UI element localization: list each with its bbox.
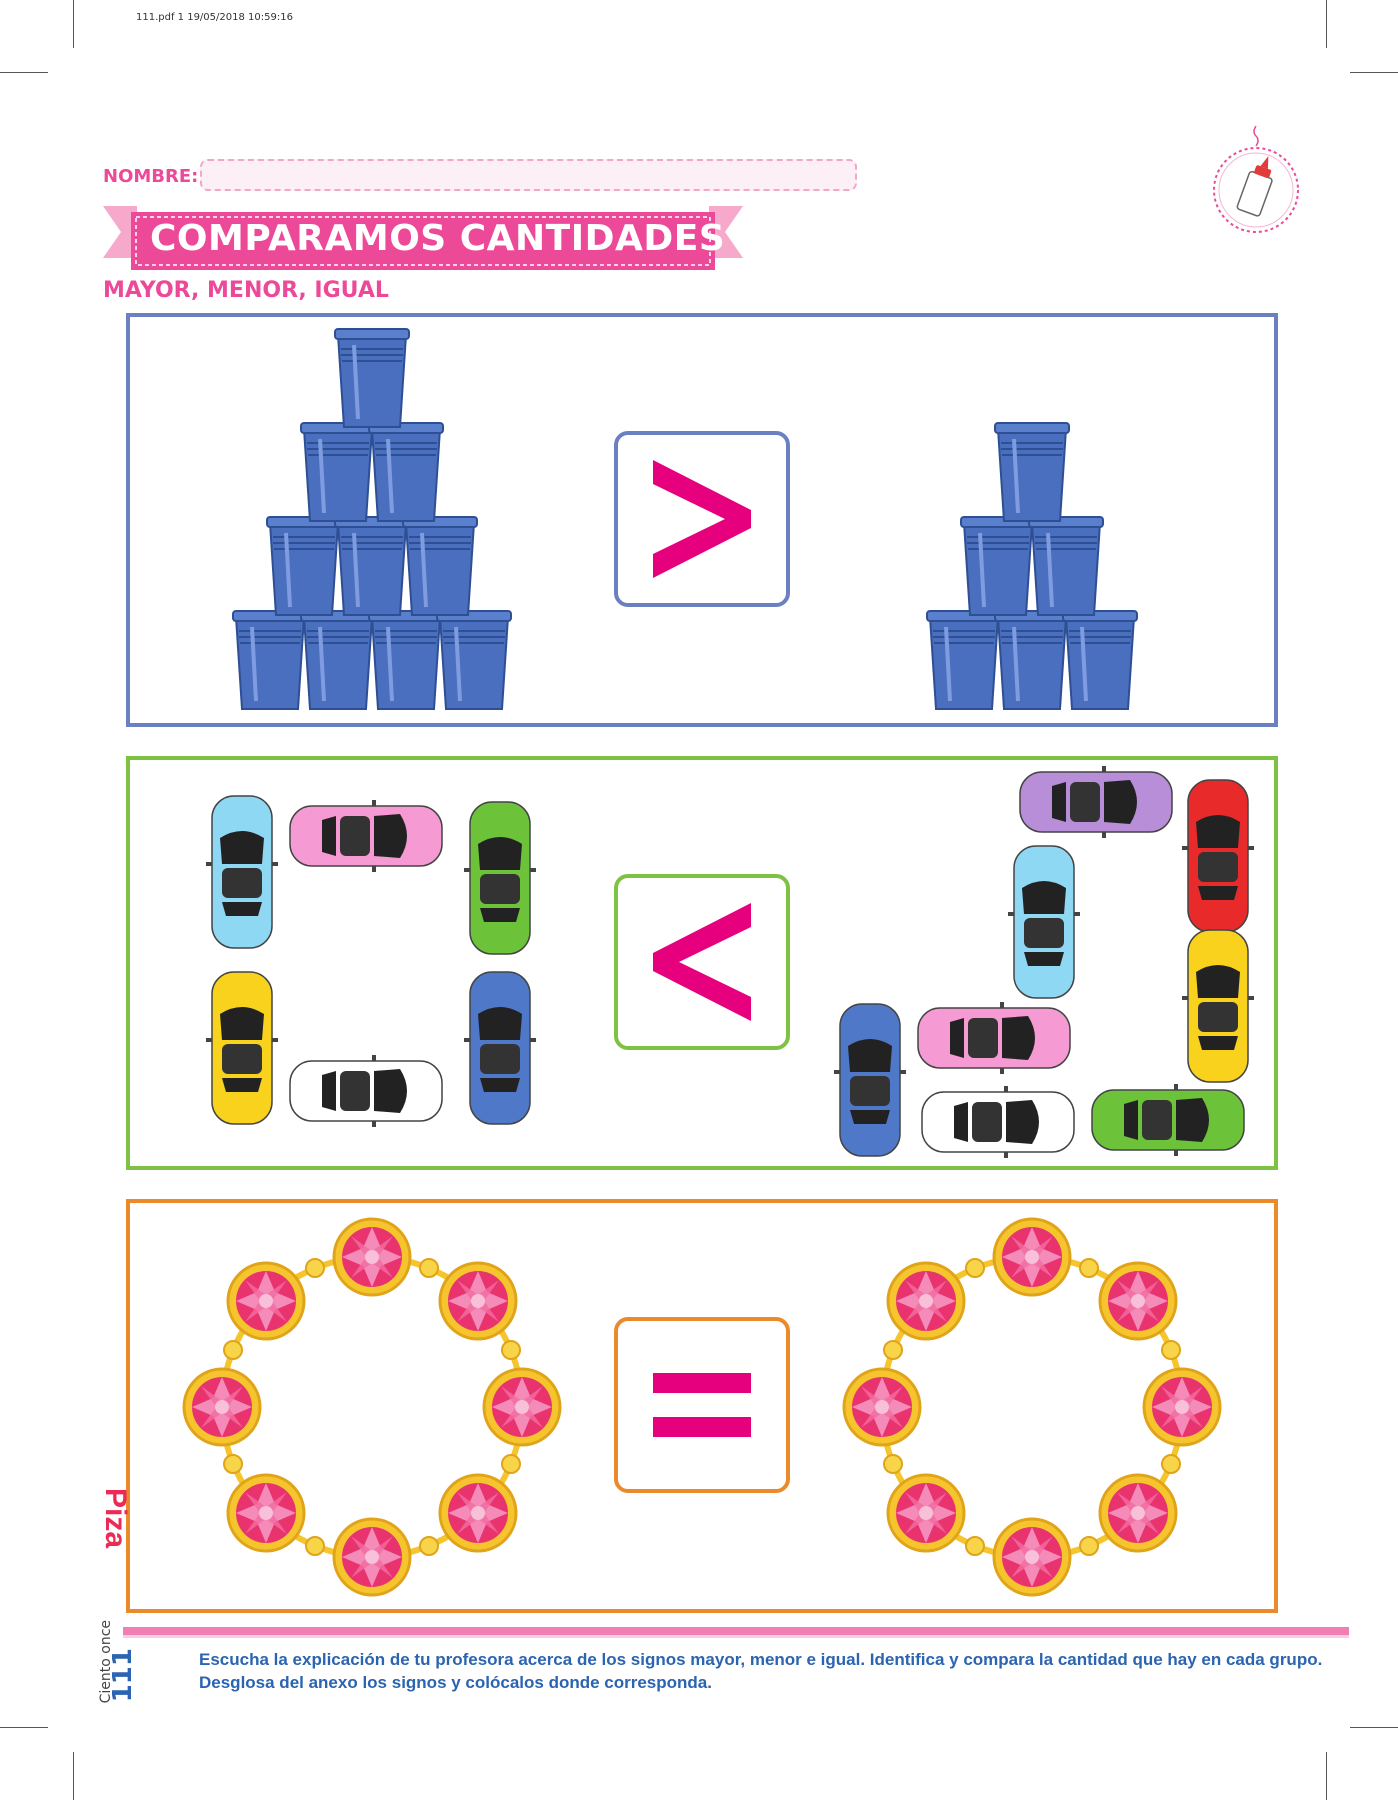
glue-bottle-icon <box>1213 125 1299 233</box>
title-banner <box>103 206 743 270</box>
footer-rule <box>123 1627 1349 1638</box>
file-header: 111.pdf 1 19/05/2018 10:59:16 <box>136 12 293 23</box>
crop-mark <box>73 0 74 48</box>
cars-section <box>126 756 1278 1170</box>
crop-mark <box>0 72 48 73</box>
less-than-sign-box[interactable] <box>614 874 790 1050</box>
less-than-icon <box>653 903 751 1021</box>
cups-section <box>126 313 1278 727</box>
crop-mark <box>0 1727 48 1728</box>
instructions-text: Escucha la explicación de tu profesora a… <box>199 1650 1323 1692</box>
page-subtitle: MAYOR, MENOR, IGUAL <box>103 278 389 303</box>
crop-mark <box>1350 72 1398 73</box>
brand-logo: Piza <box>99 1488 132 1549</box>
equal-sign-box[interactable] <box>614 1317 790 1493</box>
crop-mark <box>1326 0 1327 48</box>
crop-mark <box>1326 1752 1327 1800</box>
greater-than-sign-box[interactable] <box>614 431 790 607</box>
name-field[interactable] <box>200 159 857 191</box>
page-number-words: Ciento once <box>98 1620 114 1704</box>
crop-mark <box>1350 1727 1398 1728</box>
name-label: NOMBRE: <box>103 166 199 187</box>
greater-than-icon <box>653 460 751 578</box>
page-title: COMPARAMOS CANTIDADES <box>150 218 726 259</box>
bracelets-section <box>126 1199 1278 1613</box>
equal-icon <box>653 1373 751 1437</box>
bracelets-illustration <box>182 1217 1222 1597</box>
crop-mark <box>73 1752 74 1800</box>
